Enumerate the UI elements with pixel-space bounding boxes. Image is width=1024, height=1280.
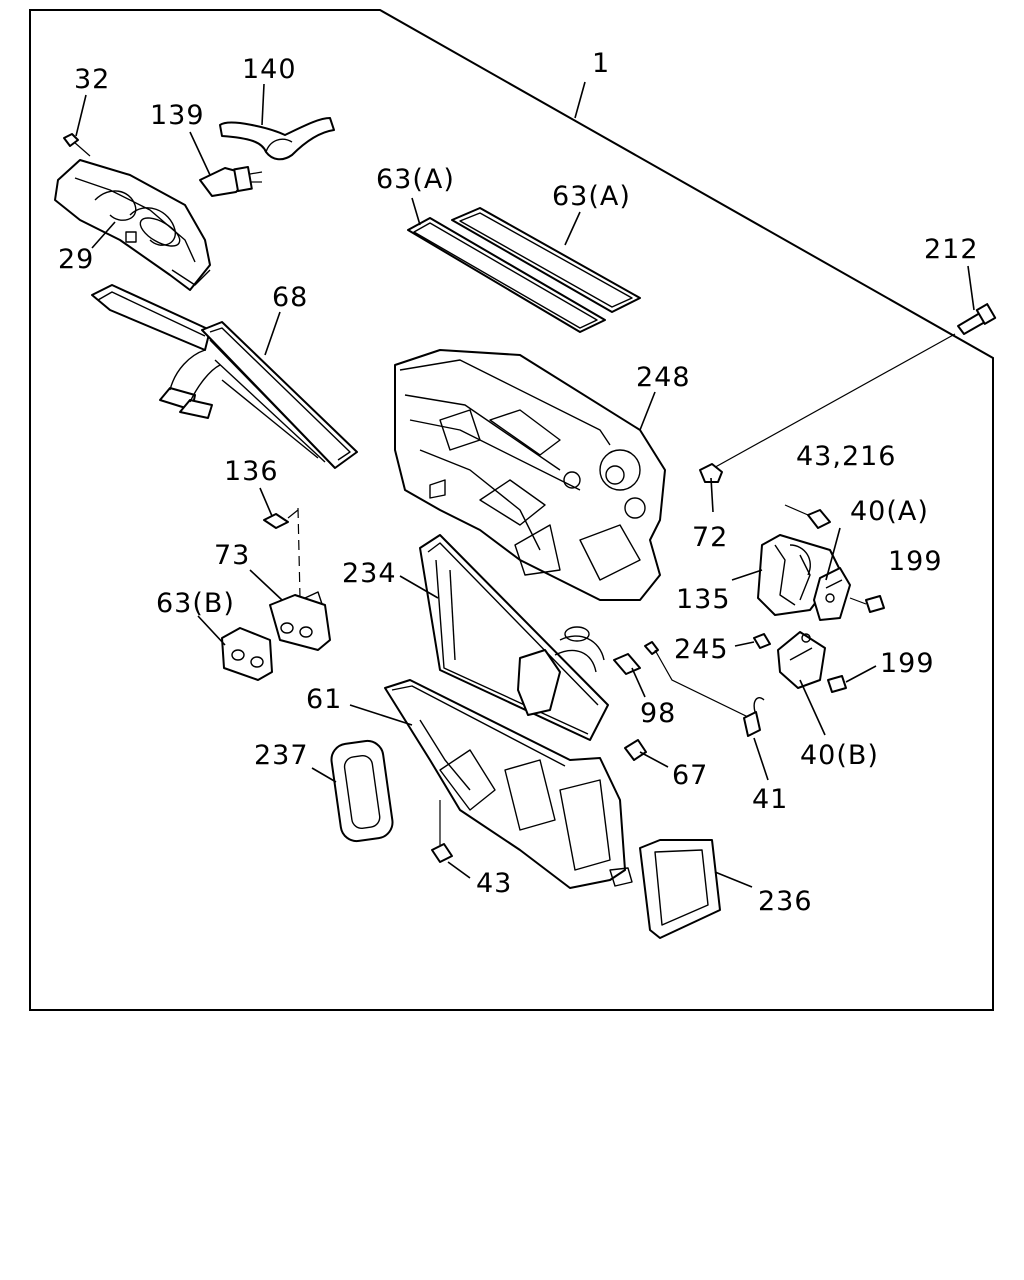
label-40b: 40(B) — [800, 740, 879, 771]
part-63a-gasket-1 — [407, 217, 606, 333]
part-63b-pad — [221, 627, 273, 681]
label-68: 68 — [272, 282, 308, 313]
part-68-heater-core — [91, 284, 358, 469]
label-136: 136 — [224, 456, 279, 487]
part-237-seal — [330, 739, 394, 843]
label-43: 43 — [476, 868, 512, 899]
leader-136-dash — [297, 507, 301, 599]
part-32-screw — [63, 133, 91, 157]
label-234: 234 — [342, 558, 397, 589]
label-40a: 40(A) — [850, 496, 929, 527]
label-135: 135 — [676, 584, 731, 615]
part-245-grommet — [753, 633, 771, 649]
leader-212 — [709, 333, 956, 471]
label-248: 248 — [636, 362, 691, 393]
part-73-pad — [269, 591, 331, 651]
label-1: 1 — [592, 48, 610, 79]
label-237: 237 — [254, 740, 309, 771]
label-43-216: 43,216 — [796, 441, 896, 472]
part-140-hose — [219, 117, 335, 161]
label-199-b: 199 — [880, 648, 935, 679]
label-41: 41 — [752, 784, 788, 815]
label-245: 245 — [674, 634, 729, 665]
label-32: 32 — [74, 64, 110, 95]
part-29-housing — [54, 159, 211, 291]
leader-lines — [75, 81, 975, 888]
label-61: 61 — [306, 684, 342, 715]
part-63a-gasket-2 — [451, 207, 641, 313]
part-72-clip — [699, 463, 723, 483]
diagram-frame — [29, 9, 994, 1011]
part-136-screw — [263, 509, 299, 529]
label-199-a: 199 — [888, 546, 943, 577]
part-212-screw — [957, 303, 997, 335]
part-248-main-case — [394, 349, 666, 601]
part-98-clip — [613, 641, 659, 675]
part-40b-actuator — [777, 631, 826, 689]
part-234-evaporator — [419, 534, 609, 741]
part-67-clip — [624, 739, 647, 761]
part-139-sensor — [199, 165, 263, 197]
label-63a-2: 63(A) — [552, 181, 631, 212]
label-63b: 63(B) — [156, 588, 235, 619]
label-212: 212 — [924, 234, 979, 265]
label-67: 67 — [672, 760, 708, 791]
label-63a-1: 63(A) — [376, 164, 455, 195]
part-61-lower-case — [384, 679, 633, 889]
label-236: 236 — [758, 886, 813, 917]
label-29: 29 — [58, 244, 94, 275]
part-40a-actuator — [813, 567, 851, 621]
label-98: 98 — [640, 698, 676, 729]
part-199-screw-b — [827, 675, 847, 693]
label-140: 140 — [242, 54, 297, 85]
part-labels: 1 32 140 139 29 63(A) 63(A) 212 68 248 4… — [58, 48, 979, 917]
part-43-216-screw — [784, 504, 831, 529]
label-72: 72 — [692, 522, 728, 553]
part-43-screw — [431, 800, 453, 863]
label-139: 139 — [150, 100, 205, 131]
part-236-seal — [639, 839, 721, 939]
part-41-cable — [654, 649, 765, 737]
part-199-screw-a — [849, 595, 885, 613]
label-73: 73 — [214, 540, 250, 571]
